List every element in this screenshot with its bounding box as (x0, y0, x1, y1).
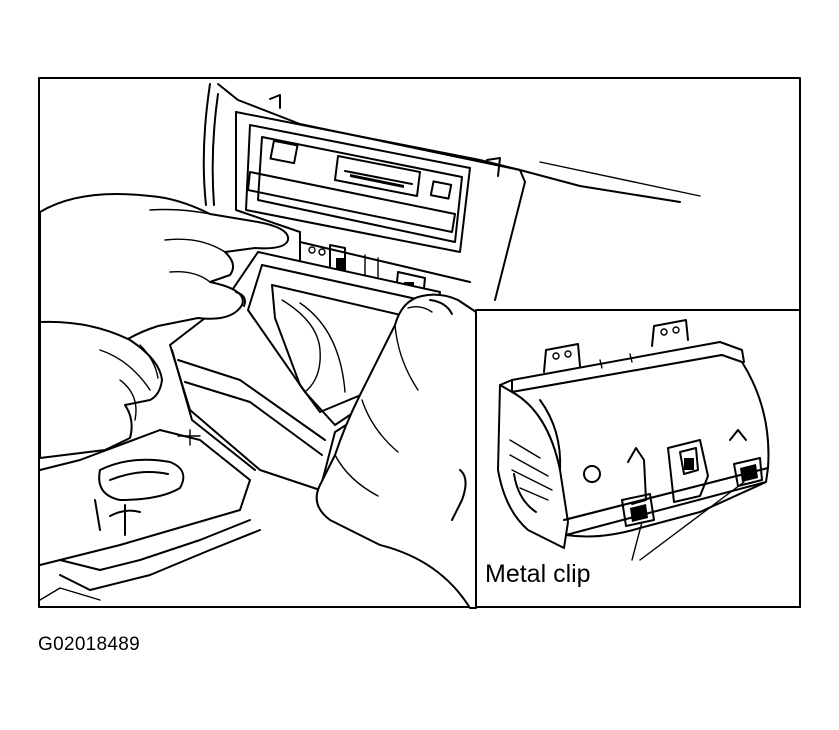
metal-clip-label: Metal clip (485, 560, 591, 588)
right-hand (315, 293, 477, 609)
metal-clip-left (621, 493, 655, 527)
left-hand (39, 193, 290, 459)
figure-caption-id: G02018489 (38, 634, 141, 655)
inset-panel: Metal clip (475, 309, 801, 608)
metal-clip-right (733, 457, 763, 487)
ashtray-housing (497, 319, 770, 549)
radio-unit (245, 94, 501, 253)
callout-leader-right (639, 481, 745, 561)
main-scene (39, 83, 701, 609)
cup-holder-area (39, 429, 261, 601)
console-bezel (202, 83, 219, 206)
callout-leader-left (631, 521, 643, 561)
